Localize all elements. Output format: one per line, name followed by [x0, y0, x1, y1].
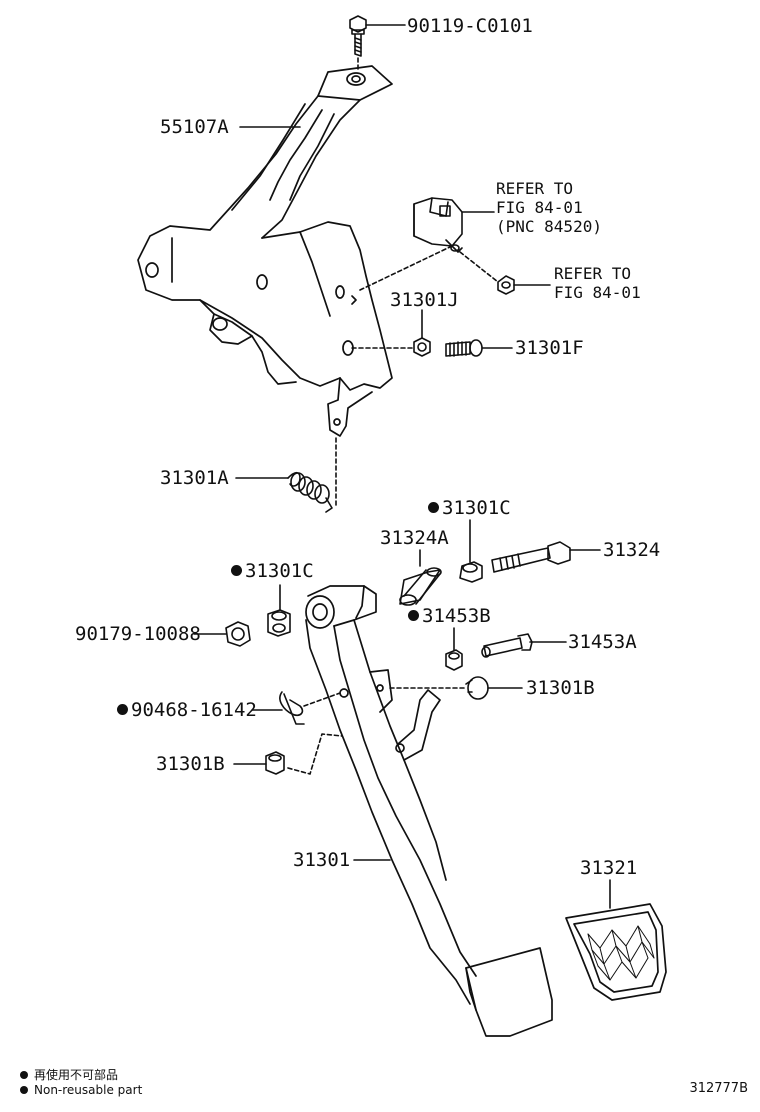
stopper-31301f-icon	[445, 339, 483, 357]
pedal-pad-31321-icon	[565, 903, 667, 1001]
ref-sensor-line-1: REFER TO	[496, 179, 574, 198]
label-90468-text: 90468-16142	[131, 699, 257, 721]
stop-lamp-switch-icon	[413, 197, 463, 253]
label-90119-c0101[interactable]: 90119-C0101	[407, 15, 533, 37]
return-spring-31301a-icon	[287, 471, 333, 513]
label-31301a[interactable]: 31301A	[160, 467, 229, 489]
ref-note-nut: REFER TO FIG 84-01	[554, 264, 641, 302]
non-reusable-dot-icon	[231, 565, 242, 576]
label-31453b[interactable]: 31453B	[408, 606, 491, 626]
label-31324a[interactable]: 31324A	[380, 527, 449, 549]
legend-japanese: 再使用不可部品	[20, 1066, 118, 1083]
ref-sensor-line-3: (PNC 84520)	[496, 217, 602, 236]
label-31301b-right[interactable]: 31301B	[526, 677, 595, 699]
ref-note-sensor: REFER TO FIG 84-01 (PNC 84520)	[496, 179, 602, 236]
label-31453a[interactable]: 31453A	[568, 631, 637, 653]
nut-31301j-icon	[413, 337, 431, 357]
label-90468-16142[interactable]: 90468-16142	[117, 700, 257, 720]
cushion-31301b-right-icon	[465, 676, 489, 700]
bushing-31301c-top-icon	[459, 561, 483, 583]
label-31301c-top-text: 31301C	[442, 497, 511, 519]
label-31301c-left-text: 31301C	[245, 560, 314, 582]
label-31301c-top[interactable]: 31301C	[428, 498, 511, 518]
label-55107a[interactable]: 55107A	[160, 116, 229, 138]
legend-line-1: 再使用不可部品	[34, 1068, 119, 1082]
ref-sensor-line-2: FIG 84-01	[496, 198, 583, 217]
ref-nut-line-2: FIG 84-01	[554, 283, 641, 302]
cushion-31301b-left-icon	[265, 751, 285, 775]
collar-31324a-icon	[399, 567, 442, 606]
non-reusable-dot-icon	[117, 704, 128, 715]
label-31453b-text: 31453B	[422, 605, 491, 627]
pin-31453a-icon	[481, 633, 533, 658]
label-31301f[interactable]: 31301F	[515, 337, 584, 359]
figure-number: 312777B	[689, 1081, 748, 1096]
bushing-31301c-left-icon	[267, 609, 291, 637]
legend-line-2: Non-reusable part	[34, 1083, 143, 1097]
non-reusable-dot-icon	[408, 610, 419, 621]
label-31301[interactable]: 31301	[293, 849, 351, 871]
bolt-31324-icon	[491, 541, 571, 573]
legend-dot-icon	[20, 1071, 28, 1079]
pedal-bracket-55107a	[137, 65, 393, 437]
legend-english: Non-reusable part	[20, 1083, 142, 1097]
brake-pedal-31301	[305, 585, 553, 1037]
lock-nut-icon	[497, 275, 515, 295]
non-reusable-dot-icon	[428, 502, 439, 513]
ref-nut-line-1: REFER TO	[554, 264, 632, 283]
nut-90179-icon	[225, 621, 251, 647]
label-31301j[interactable]: 31301J	[390, 289, 459, 311]
bushing-31453b-icon	[445, 649, 463, 671]
label-90179-10088[interactable]: 90179-10088	[75, 623, 201, 645]
bolt-90119-icon	[349, 15, 367, 57]
label-31324[interactable]: 31324	[603, 539, 661, 561]
legend-dot-icon	[20, 1086, 28, 1094]
label-31301c-left[interactable]: 31301C	[231, 561, 314, 581]
label-31321[interactable]: 31321	[580, 857, 638, 879]
label-31301b-left[interactable]: 31301B	[156, 753, 225, 775]
clip-90468-icon	[279, 691, 305, 725]
